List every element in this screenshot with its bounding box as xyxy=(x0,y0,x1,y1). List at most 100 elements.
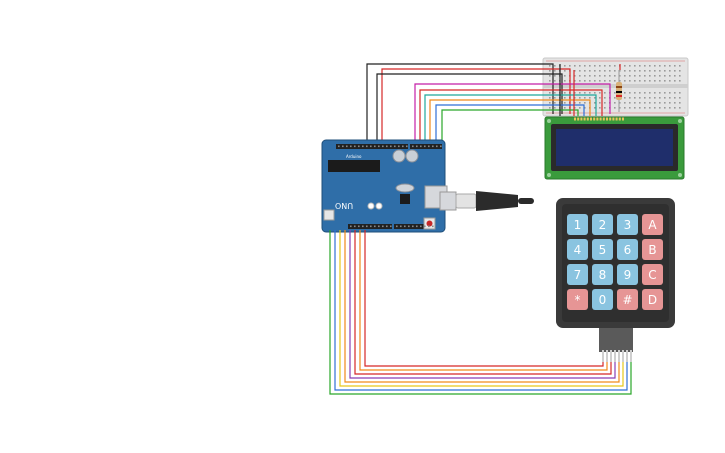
keypad-key-label: C xyxy=(648,268,656,282)
wire-magenta[interactable] xyxy=(414,83,611,148)
keypad-key-cap xyxy=(567,289,588,310)
keypad-key[interactable]: 6 xyxy=(617,239,638,260)
keypad-key[interactable]: 1 xyxy=(567,214,588,235)
breadboard-hole xyxy=(629,75,631,77)
wire-blue[interactable] xyxy=(435,104,585,148)
keypad-key[interactable]: A xyxy=(642,214,663,235)
header-pin xyxy=(374,145,376,148)
wire-red[interactable] xyxy=(354,230,612,375)
usb-cable-cord xyxy=(518,198,534,204)
breadboard-hole xyxy=(669,107,671,109)
keypad-key[interactable]: 8 xyxy=(592,264,613,285)
keypad-key-cap xyxy=(642,214,663,235)
wire-black[interactable] xyxy=(366,63,554,148)
digital-header-1[interactable] xyxy=(336,144,408,149)
ribbon-pin xyxy=(614,350,616,362)
wire-orange[interactable] xyxy=(344,230,620,383)
breadboard-hole xyxy=(669,80,671,82)
header-pin xyxy=(424,145,426,148)
arduino-uno-board[interactable]: UNO Arduino xyxy=(321,139,448,233)
breadboard-hole xyxy=(644,102,646,104)
header-pin xyxy=(412,225,414,228)
header-pin xyxy=(382,145,384,148)
wire-green[interactable] xyxy=(441,109,579,148)
breadboard-hole xyxy=(614,102,616,104)
header-pin xyxy=(432,225,434,228)
header-pin xyxy=(416,145,418,148)
lcd-pin xyxy=(615,117,618,121)
breadboard-hole xyxy=(639,70,641,72)
keypad-key[interactable]: D xyxy=(642,289,663,310)
wire-orange[interactable] xyxy=(429,99,591,148)
header-pin xyxy=(400,225,402,228)
breadboard-hole xyxy=(634,75,636,77)
wire-blue[interactable] xyxy=(334,230,628,391)
wire-teal[interactable] xyxy=(424,94,597,148)
wire-black-2[interactable] xyxy=(376,73,563,148)
keypad-key[interactable]: 9 xyxy=(617,264,638,285)
wires-keypad xyxy=(329,230,632,395)
header-pin xyxy=(420,225,422,228)
breadboard-hole xyxy=(654,102,656,104)
keypad-key[interactable]: C xyxy=(642,264,663,285)
lcd-module[interactable] xyxy=(544,116,685,180)
keypad-key[interactable]: B xyxy=(642,239,663,260)
wire-red-2[interactable] xyxy=(419,89,603,148)
breadboard-hole xyxy=(644,65,646,67)
wire-yellow[interactable] xyxy=(339,230,624,387)
keypad-key[interactable]: 3 xyxy=(617,214,638,235)
breadboard-hole xyxy=(674,80,676,82)
power-jack xyxy=(323,209,335,221)
keypad-key-cap xyxy=(567,239,588,260)
breadboard-hole xyxy=(574,107,576,109)
wire-red[interactable] xyxy=(381,68,571,148)
header-pin xyxy=(406,145,408,148)
header-pin xyxy=(346,145,348,148)
keypad-key[interactable]: 7 xyxy=(567,264,588,285)
keypad-key[interactable]: 2 xyxy=(592,214,613,235)
breadboard-hole xyxy=(564,102,566,104)
usb-plug-housing xyxy=(455,193,477,209)
breadboard-hole xyxy=(649,70,651,72)
breadboard-hole xyxy=(624,70,626,72)
wire-green[interactable] xyxy=(329,230,632,395)
keypad-key[interactable]: 4 xyxy=(567,239,588,260)
resistor[interactable] xyxy=(616,70,622,112)
lcd-pin xyxy=(599,117,602,121)
breadboard-hole xyxy=(659,70,661,72)
usb-cable[interactable] xyxy=(439,191,534,211)
keypad-key-label: * xyxy=(575,293,581,307)
header-pin xyxy=(350,145,352,148)
breadboard-hole xyxy=(599,97,601,99)
keypad-key[interactable]: 5 xyxy=(592,239,613,260)
breadboard-hole xyxy=(609,75,611,77)
breadboard-hole xyxy=(659,65,661,67)
lcd-pin xyxy=(593,117,596,121)
breadboard-center-channel xyxy=(543,84,688,88)
digital-header-2[interactable] xyxy=(410,144,442,149)
breadboard-hole xyxy=(579,97,581,99)
breadboard-hole xyxy=(629,92,631,94)
breadboard[interactable] xyxy=(542,57,689,117)
breadboard-hole xyxy=(594,102,596,104)
breadboard-hole xyxy=(654,65,656,67)
breadboard-hole xyxy=(564,75,566,77)
keypad-key[interactable]: 0 xyxy=(592,289,613,310)
wire-purple[interactable] xyxy=(349,230,616,379)
keypad-key-label: 9 xyxy=(624,268,632,282)
wire-red-2[interactable] xyxy=(364,230,604,367)
breadboard-hole xyxy=(679,80,681,82)
keypad-key-label: 5 xyxy=(599,243,607,257)
breadboard-hole xyxy=(594,97,596,99)
breadboard-hole xyxy=(634,102,636,104)
wire-orange-2[interactable] xyxy=(359,230,608,371)
keypad-key[interactable]: * xyxy=(567,289,588,310)
breadboard-hole xyxy=(624,75,626,77)
breadboard-hole xyxy=(564,80,566,82)
breadboard-hole xyxy=(579,107,581,109)
keypad-key[interactable]: # xyxy=(617,289,638,310)
analog-header[interactable] xyxy=(394,224,434,229)
header-pin xyxy=(354,225,356,228)
breadboard-hole xyxy=(679,97,681,99)
